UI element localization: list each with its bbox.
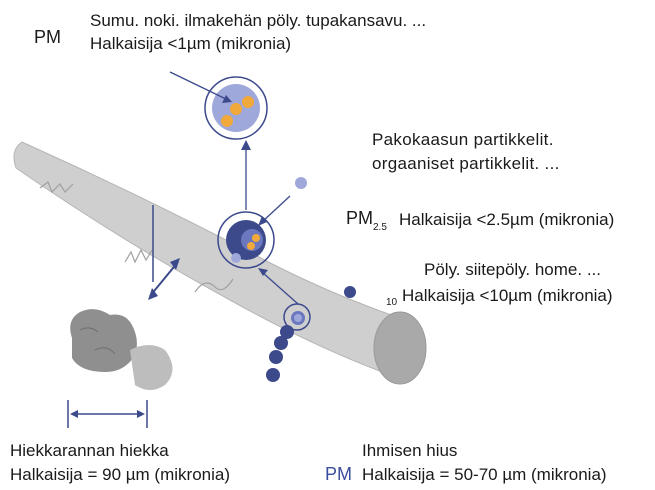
sand-diameter-line: Halkaisija = 90 µm (mikronia) bbox=[10, 465, 230, 484]
pm25-prefix-label: PM2.5 bbox=[346, 207, 387, 233]
pm10-particles bbox=[266, 286, 356, 382]
pm1-diameter-line: Halkaisija <1µm (mikronia) bbox=[90, 34, 292, 53]
pm10-diameter-line: Halkaisija <10µm (mikronia) bbox=[402, 286, 613, 305]
connector-arrows bbox=[169, 71, 299, 305]
pm25-diameter-line: Halkaisija <2.5µm (mikronia) bbox=[399, 210, 615, 229]
hair-pm-prefix: PM bbox=[325, 464, 352, 484]
pm1-prefix-label: PM bbox=[34, 27, 61, 47]
pm10-description-line1: Pöly. siitepöly. home. ... bbox=[424, 260, 601, 279]
pm25-subscript: 2.5 bbox=[373, 222, 387, 233]
pm25-description-line1: Pakokaasun partikkelit. bbox=[372, 130, 554, 149]
pm25-prefix: PM bbox=[346, 208, 373, 228]
pm1-magnified-particle bbox=[204, 76, 268, 140]
pm1-description-line1: Sumu. noki. ilmakehän pöly. tupakansavu.… bbox=[90, 11, 427, 30]
pm25-magnified-particle bbox=[217, 177, 307, 269]
hair-diameter-line: Halkaisija = 50-70 µm (mikronia) bbox=[362, 465, 607, 484]
human-hair-illustration bbox=[13, 141, 427, 385]
pm25-description-line2: orgaaniset partikkelit. ... bbox=[372, 154, 560, 173]
hair-diameter-arrow bbox=[148, 205, 180, 300]
hair-title-line: Ihmisen hius bbox=[362, 441, 458, 460]
sand-grain-illustration bbox=[70, 309, 173, 390]
sand-diameter-arrow bbox=[67, 400, 148, 428]
pm10-subscript: 10 bbox=[386, 297, 398, 308]
sand-title-line: Hiekkarannan hiekka bbox=[10, 441, 169, 460]
